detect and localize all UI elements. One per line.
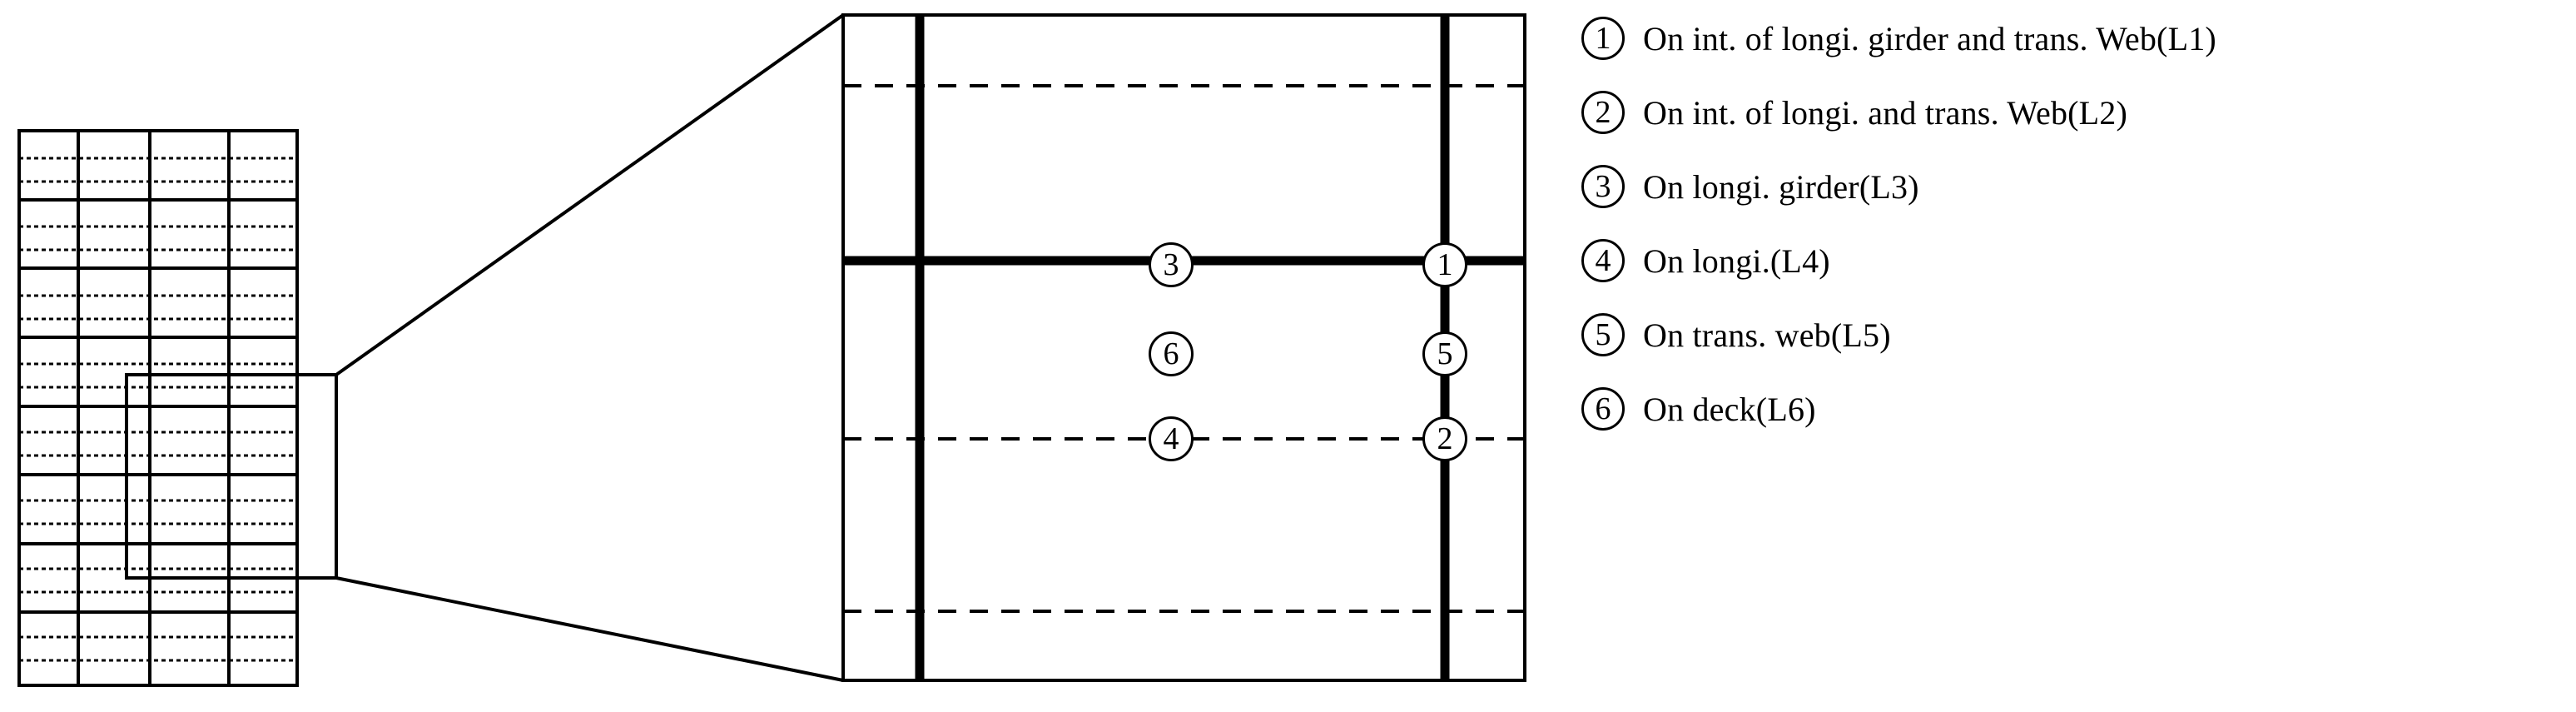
callout-leader-upper: [335, 13, 845, 376]
legend-item-text: On longi.(L4): [1643, 241, 1830, 280]
legend-item-text: On int. of longi. and trans. Web(L2): [1643, 93, 2128, 132]
detail-marker-1: 1: [1422, 242, 1467, 287]
detail-marker-4: 4: [1149, 416, 1194, 461]
legend-marker-6: 6: [1581, 387, 1625, 431]
legend-marker-5: 5: [1581, 313, 1625, 356]
legend-marker-number: 1: [1595, 21, 1611, 56]
detail-marker-label: 6: [1163, 336, 1179, 371]
legend-item-text: On int. of longi. girder and trans. Web(…: [1643, 19, 2216, 57]
legend-item-text: On trans. web(L5): [1643, 316, 1891, 354]
detail-marker-6: 6: [1149, 331, 1194, 376]
legend-marker-2: 2: [1581, 91, 1625, 134]
legend-item-text: On longi. girder(L3): [1643, 167, 1919, 206]
detail-marker-label: 3: [1163, 247, 1179, 282]
overview-frame: [17, 129, 299, 687]
legend-marker-number: 6: [1595, 391, 1611, 426]
detail-marker-label: 5: [1437, 336, 1453, 371]
detail-marker-3: 3: [1149, 242, 1194, 287]
callout-leader-lower: [335, 576, 844, 682]
legend-marker-4: 4: [1581, 239, 1625, 282]
legend-marker-3: 3: [1581, 165, 1625, 208]
legend-marker-number: 4: [1595, 243, 1611, 278]
detail-marker-label: 1: [1437, 247, 1453, 282]
detail-marker-label: 4: [1163, 421, 1179, 456]
legend-marker-number: 2: [1595, 95, 1611, 130]
overview-highlight-box: [125, 373, 338, 580]
detail-marker-label: 2: [1437, 421, 1453, 456]
legend-item-text: On deck(L6): [1643, 390, 1816, 428]
legend-item-3: 3 On longi. girder(L3): [1581, 162, 1919, 212]
location-legend: 1 On int. of longi. girder and trans. Web…: [1581, 0, 2576, 712]
legend-marker-1: 1: [1581, 17, 1625, 60]
detail-marker-5: 5: [1422, 331, 1467, 376]
legend-item-1: 1 On int. of longi. girder and trans. Web…: [1581, 13, 2216, 63]
detail-marker-2: 2: [1422, 416, 1467, 461]
legend-marker-number: 3: [1595, 169, 1611, 204]
legend-item-5: 5 On trans. web(L5): [1581, 310, 1891, 360]
legend-item-2: 2 On int. of longi. and trans. Web(L2): [1581, 87, 2127, 137]
legend-marker-number: 5: [1595, 317, 1611, 352]
callout-leaders-group: [335, 13, 845, 682]
legend-item-4: 4 On longi.(L4): [1581, 236, 1830, 286]
legend-item-6: 6 On deck(L6): [1581, 384, 1816, 434]
overview-grid-group: [17, 129, 338, 687]
